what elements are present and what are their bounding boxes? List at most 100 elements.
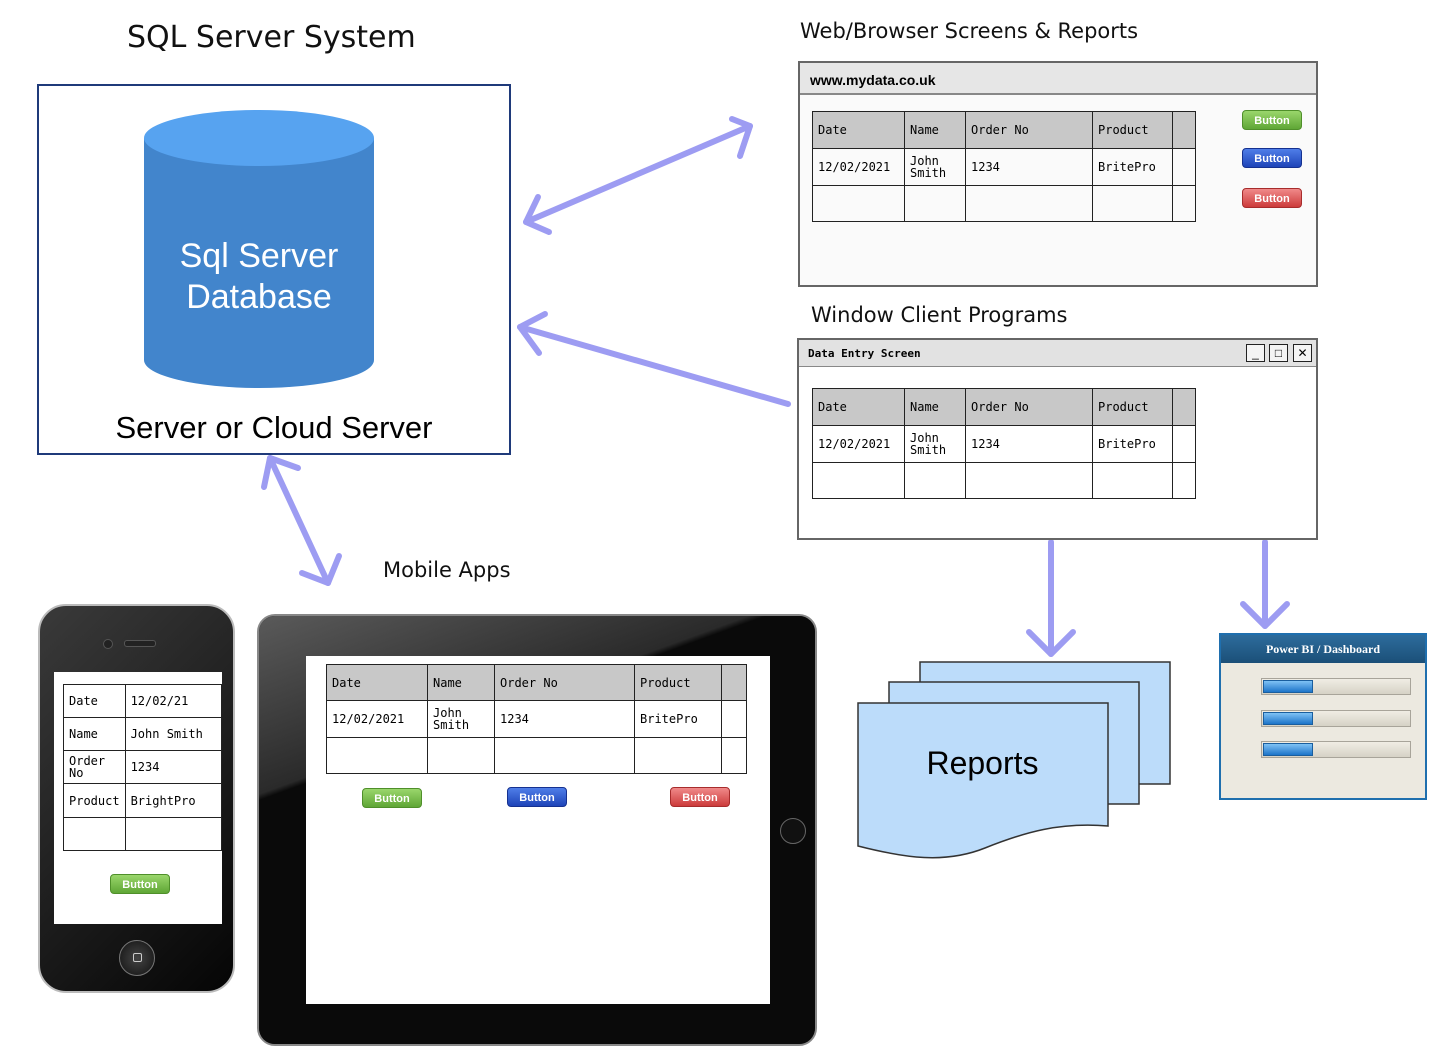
database-label: Sql Server Database: [143, 236, 375, 318]
cell-empty: [427, 737, 495, 774]
cell-date: 12/02/2021: [812, 148, 905, 186]
cell-empty: [965, 462, 1093, 499]
header-name: Name: [904, 111, 966, 149]
cell-name-last: Smith: [910, 166, 947, 180]
home-square-icon: [133, 953, 142, 962]
tablet-green-button[interactable]: Button: [362, 788, 422, 808]
phone-label-no: No: [69, 766, 84, 780]
mobile-heading: Mobile Apps: [383, 558, 511, 582]
phone-label-name: Name: [63, 717, 126, 751]
header-extra: [721, 664, 747, 701]
table-row[interactable]: [812, 462, 1196, 499]
maximize-icon[interactable]: □: [1269, 344, 1288, 362]
table-header-row: Date Name Order No Product: [812, 111, 1196, 149]
header-order-no: Order No: [494, 664, 635, 701]
tablet-blue-button[interactable]: Button: [507, 787, 567, 807]
cell-date: 12/02/2021: [812, 425, 905, 463]
table-row[interactable]: Name John Smith: [63, 717, 223, 751]
phone-green-button[interactable]: Button: [110, 874, 170, 894]
progress-fill: [1263, 712, 1313, 725]
reports-document-stack-icon: [857, 661, 1171, 859]
arrow-head-db-mobile: [261, 455, 301, 490]
header-product: Product: [1092, 111, 1173, 149]
arrow-db-web: [523, 123, 753, 225]
arrow-head-client-db: [517, 311, 548, 356]
cell-name-first: John: [433, 706, 462, 720]
table-header-row: Date Name Order No Product: [812, 388, 1196, 426]
database-label-line1: Sql Server: [179, 237, 339, 275]
phone-home-button[interactable]: [119, 940, 155, 976]
cell-empty: [812, 462, 905, 499]
arrow-head-reports: [1026, 629, 1076, 657]
table-row[interactable]: Date 12/02/21: [63, 684, 223, 718]
cell-product: BritePro: [1092, 425, 1173, 463]
phone-label-date: Date: [63, 684, 126, 718]
window-title: Data Entry Screen: [808, 347, 921, 360]
url-text: www.mydata.co.uk: [810, 72, 936, 88]
tablet-data-table: Date Name Order No Product 12/02/2021 Jo…: [326, 664, 747, 774]
cell-date: 12/02/2021: [326, 700, 428, 738]
phone-camera-icon: [103, 639, 113, 649]
cell-empty: [124, 817, 223, 851]
cell-empty: [904, 462, 966, 499]
table-row[interactable]: [326, 737, 747, 774]
progress-fill: [1263, 680, 1313, 693]
client-data-table: Date Name Order No Product 12/02/2021 Jo…: [812, 388, 1196, 499]
progress-bar: [1261, 741, 1411, 758]
cell-name-last: Smith: [433, 718, 470, 732]
cell-empty: [1092, 462, 1173, 499]
cell-empty: [1172, 185, 1196, 222]
phone-label-order: Order: [69, 754, 106, 768]
database-label-line2: Database: [186, 278, 332, 316]
cell-product: BritePro: [634, 700, 722, 738]
phone-value-order-no: 1234: [124, 750, 223, 784]
table-row[interactable]: Product BrightPro: [63, 783, 223, 818]
header-extra: [1172, 388, 1196, 426]
header-date: Date: [812, 111, 905, 149]
cell-name-last: Smith: [910, 443, 947, 457]
cell-empty: [63, 817, 126, 851]
cell-empty: [812, 185, 905, 222]
cell-empty: [965, 185, 1093, 222]
cell-order-no: 1234: [965, 148, 1093, 186]
power-bi-dashboard: Power BI / Dashboard: [1219, 633, 1427, 800]
tablet-home-button[interactable]: [780, 818, 806, 844]
table-header-row: Date Name Order No Product: [326, 664, 747, 701]
header-date: Date: [812, 388, 905, 426]
cell-empty: [1172, 462, 1196, 499]
reports-label: Reports: [926, 745, 1039, 781]
tablet-screen: Date Name Order No Product 12/02/2021 Jo…: [306, 656, 770, 1004]
web-green-button[interactable]: Button: [1242, 110, 1302, 130]
arrow-head-powerbi: [1240, 601, 1290, 629]
sql-server-heading: SQL Server System: [127, 20, 416, 55]
power-bi-title: Power BI / Dashboard: [1221, 635, 1425, 663]
arrow-client-db: [517, 324, 791, 407]
close-icon[interactable]: ✕: [1293, 344, 1312, 362]
header-name: Name: [904, 388, 966, 426]
web-data-table: Date Name Order No Product 12/02/2021 Jo…: [812, 111, 1196, 222]
data-entry-window: Data Entry Screen _ □ ✕ Date Name Order …: [797, 338, 1318, 540]
cell-empty: [1092, 185, 1173, 222]
window-titlebar[interactable]: Data Entry Screen _ □ ✕: [799, 340, 1316, 367]
header-name: Name: [427, 664, 495, 701]
table-row[interactable]: [812, 185, 1196, 222]
tablet-red-button[interactable]: Button: [670, 787, 730, 807]
web-red-button[interactable]: Button: [1242, 188, 1302, 208]
database-cylinder-icon: [144, 110, 374, 388]
table-row[interactable]: [63, 817, 223, 851]
minimize-icon[interactable]: _: [1246, 344, 1265, 362]
url-bar[interactable]: www.mydata.co.uk: [800, 63, 1316, 95]
cell-empty: [904, 185, 966, 222]
arrow-db-mobile: [267, 455, 331, 586]
web-blue-button[interactable]: Button: [1242, 148, 1302, 168]
web-browser-window: www.mydata.co.uk Date Name Order No Prod…: [798, 61, 1318, 287]
